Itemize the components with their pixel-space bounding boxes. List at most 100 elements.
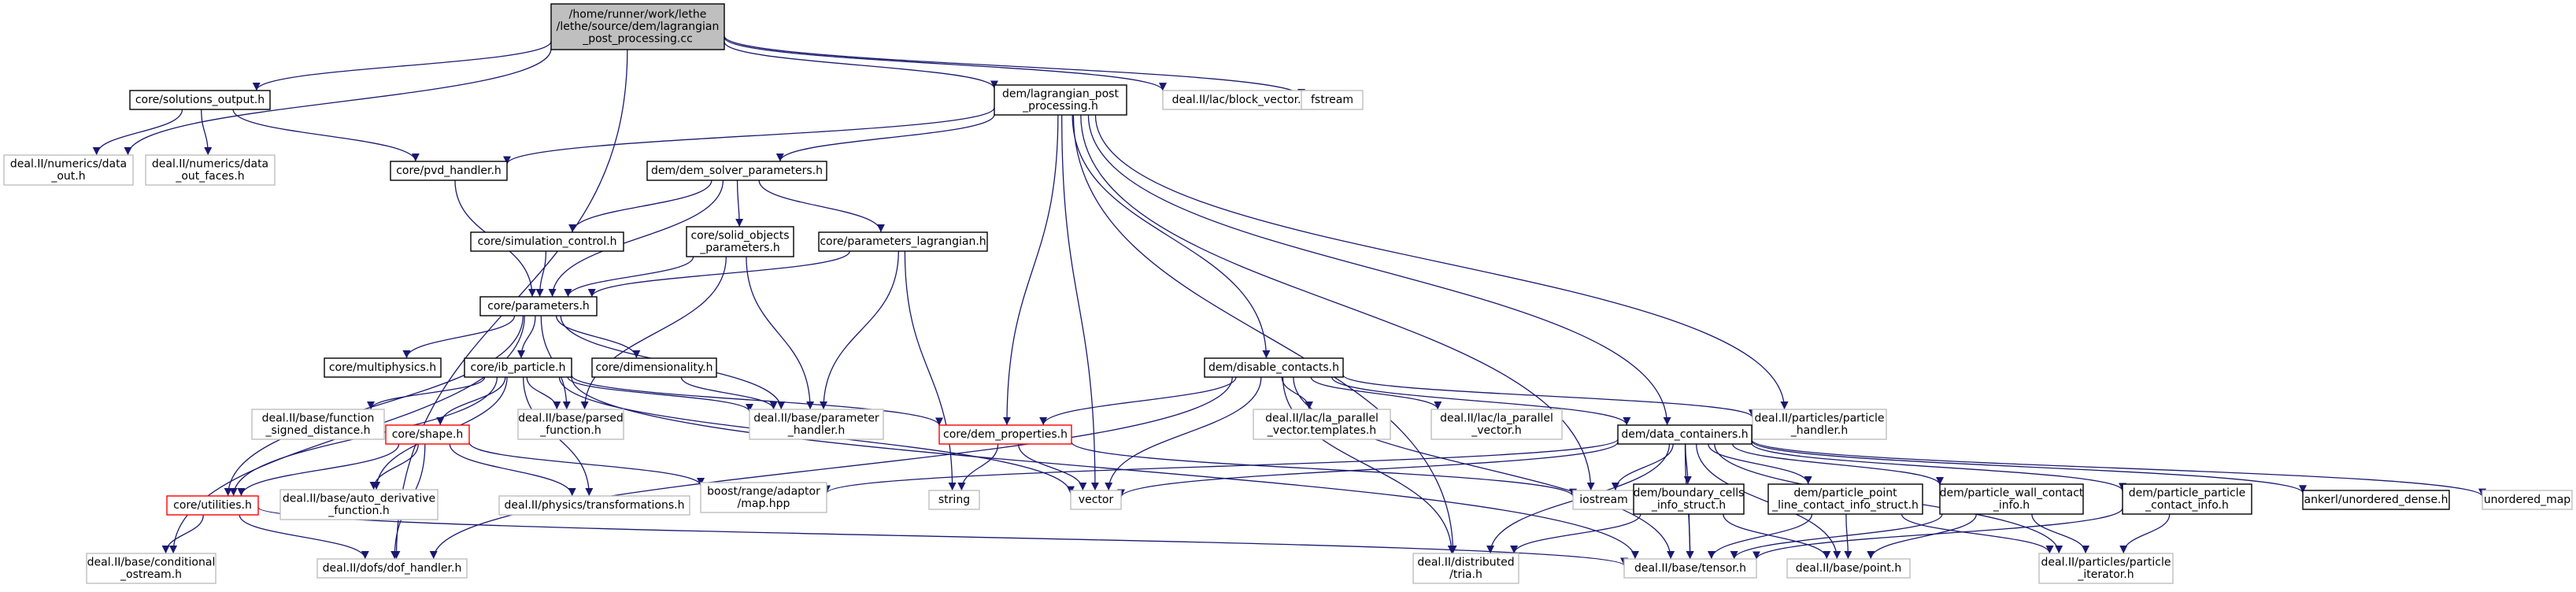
edge-line — [517, 315, 536, 359]
edge-pw_contact-to-tensor — [1730, 513, 1943, 560]
edge-ib_particle-to-function_signed — [367, 376, 486, 410]
node-box — [1939, 483, 2084, 515]
node-label: deal.II/base/auto_derivative — [283, 492, 435, 505]
node-data_out: deal.II/numerics/data_out.h — [3, 154, 134, 186]
node-ppl_contact[interactable]: dem/particle_point_line_contact_info_str… — [1767, 483, 1923, 515]
node-pvd_handler[interactable]: core/pvd_handler.h — [390, 161, 508, 181]
node-boost_map: boost/range/adaptor/map.hpp — [700, 482, 827, 513]
edge-line — [468, 442, 705, 487]
node-label: _line_contact_info_struct.h — [1771, 499, 1919, 512]
node-box — [86, 553, 217, 584]
edge-solid_objects_params-to-parameter_handler — [746, 256, 815, 410]
node-label: deal.II/base/function — [262, 412, 375, 424]
node-ankerl[interactable]: ankerl/unordered_dense.h — [2302, 490, 2450, 510]
edge-line — [1039, 376, 1237, 426]
node-box — [2038, 553, 2174, 584]
node-box — [686, 226, 794, 257]
node-particle_iterator: deal.II/particles/particle_iterator.h — [2038, 553, 2174, 584]
node-box — [2482, 490, 2573, 510]
edge-shape-to-transformations — [449, 443, 576, 497]
edge-params_lagrangian-to-parameters — [587, 250, 850, 298]
node-label: deal.II/base/parsed — [518, 412, 624, 424]
edge-pp_contact-to-particle_iterator — [2119, 513, 2171, 554]
edge-boundary_cells-to-tensor — [1686, 513, 1694, 560]
edge-disable_contacts-to-distributed_tria — [1282, 376, 1456, 554]
edge-parameters-to-ib_particle — [517, 315, 536, 359]
edge-lagrangian_pp-to-vector — [1061, 114, 1099, 491]
edge-line — [232, 109, 420, 162]
node-boundary_cells[interactable]: dem/boundary_cells_info_struct.h — [1633, 483, 1745, 515]
node-pp_contact[interactable]: dem/particle_particle_contact_info.h — [2122, 483, 2252, 515]
node-data_containers[interactable]: dem/data_containers.h — [1617, 424, 1752, 445]
node-label: core/multiphysics.h — [329, 361, 436, 374]
node-parameters[interactable]: core/parameters.h — [479, 296, 598, 316]
edge-dem_properties-to-vector — [1017, 443, 1087, 491]
node-pw_contact[interactable]: dem/particle_wall_contact_info.h — [1939, 483, 2084, 515]
node-label: dem/data_containers.h — [1621, 428, 1748, 441]
edge-line — [503, 107, 995, 165]
node-disable_contacts[interactable]: dem/disable_contacts.h — [1204, 357, 1344, 378]
node-label: dem/boundary_cells — [1634, 487, 1745, 499]
edge-line — [224, 315, 524, 497]
node-box — [251, 409, 385, 440]
node-label: _handler.h — [1790, 424, 1849, 437]
edge-dem_properties-to-string — [957, 443, 999, 491]
edge-line — [92, 109, 183, 156]
node-box — [700, 482, 827, 513]
node-unordered_map: unordered_map — [2482, 490, 2573, 510]
node-solutions_output[interactable]: core/solutions_output.h — [129, 90, 271, 110]
node-dem_properties[interactable]: core/dem_properties.h — [938, 424, 1072, 445]
edge-line — [1017, 443, 1087, 491]
node-lagrangian_pp[interactable]: dem/lagrangian_post_processing.h — [994, 84, 1127, 116]
edge-shape-to-utilities — [237, 443, 400, 497]
edge-disable_contacts-to-tensor — [1293, 376, 1675, 560]
edge-solutions_output-to-data_out_faces — [201, 109, 213, 156]
node-label: deal.II/lac/block_vector.h — [1172, 94, 1308, 106]
node-dimensionality[interactable]: core/dimensionality.h — [591, 357, 717, 378]
node-label: ankerl/unordered_dense.h — [2304, 494, 2448, 506]
edge-line — [564, 256, 694, 298]
edge-pp_contact-to-tensor — [1752, 508, 2123, 560]
edge-dem_solver_params-to-simulation_control — [568, 179, 712, 233]
node-label: _vector.templates.h — [1267, 424, 1376, 437]
node-box — [470, 231, 624, 252]
node-dem_solver_params[interactable]: dem/dem_solver_parameters.h — [646, 161, 827, 181]
edge-line — [367, 376, 486, 410]
node-string: string — [928, 490, 980, 510]
edge-line — [568, 179, 712, 233]
node-particle_handler: deal.II/particles/particle_handler.h — [1752, 409, 1887, 440]
edge-line — [1751, 439, 2486, 498]
node-label: core/simulation_control.h — [478, 235, 617, 248]
node-multiphysics[interactable]: core/multiphysics.h — [324, 357, 442, 378]
node-box — [464, 357, 572, 378]
node-box — [1430, 409, 1563, 440]
node-params_lagrangian[interactable]: core/parameters_lagrangian.h — [818, 231, 988, 252]
node-utilities[interactable]: core/utilities.h — [166, 495, 259, 516]
edge-main-to-data_out — [124, 48, 552, 156]
edge-ppl_contact-to-point — [1844, 513, 1852, 560]
node-box — [129, 90, 271, 110]
node-iostream: iostream — [1572, 490, 1635, 510]
edge-parameters-to-dimensionality — [555, 315, 641, 359]
node-label: core/dem_properties.h — [943, 428, 1068, 441]
node-simulation_control[interactable]: core/simulation_control.h — [470, 231, 624, 252]
node-label: deal.II/lac/la_parallel — [1265, 412, 1379, 424]
edge-line — [1061, 114, 1099, 491]
node-label: _parameters.h — [699, 242, 780, 254]
edge-line — [1867, 513, 1977, 560]
node-label: _info_struct.h — [1651, 499, 1726, 512]
edge-line — [823, 438, 1619, 494]
node-box — [994, 84, 1127, 116]
node-ib_particle[interactable]: core/ib_particle.h — [464, 357, 572, 378]
edge-main-to-fstream — [724, 35, 1305, 98]
node-label: _handler.h — [787, 424, 846, 437]
node-box — [1786, 558, 1911, 579]
node-box — [498, 495, 690, 516]
node-point: deal.II/base/point.h — [1786, 558, 1911, 579]
edge-utilities-to-conditional_ostream — [161, 514, 204, 554]
node-solid_objects_params[interactable]: core/solid_objects_parameters.h — [686, 226, 794, 257]
edge-line — [587, 250, 850, 298]
node-shape[interactable]: core/shape.h — [385, 424, 470, 445]
edge-line — [1707, 513, 1813, 560]
edge-line — [237, 443, 400, 497]
